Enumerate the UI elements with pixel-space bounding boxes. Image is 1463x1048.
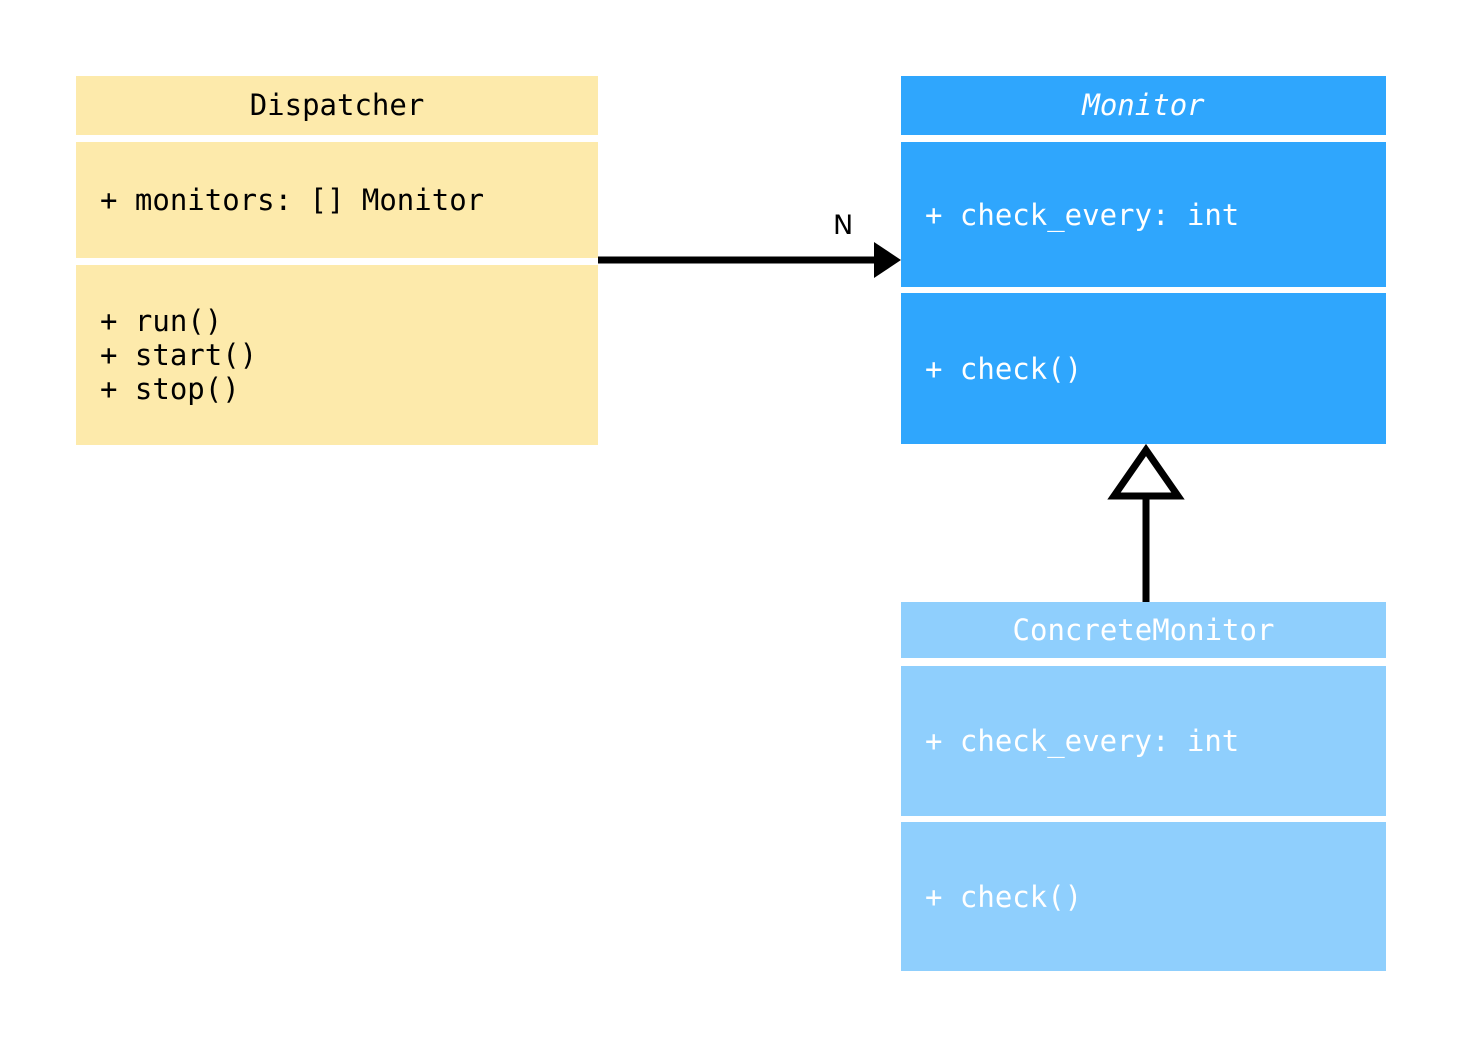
association-multiplicity-label: N [833,210,854,241]
association-arrowhead-filled-triangle [874,242,901,278]
class-attributes-concrete-monitor: + check_every: int [901,666,1386,816]
attribute-item: + check_every: int [925,197,1240,232]
attribute-list: + monitors: [] Monitor [76,183,598,217]
class-box-concrete-monitor[interactable]: ConcreteMonitor + check_every: int + che… [901,602,1386,971]
method-item: + start() [100,338,258,372]
class-header-dispatcher: Dispatcher [76,76,598,135]
attribute-item: + monitors: [] Monitor [100,183,485,217]
class-header-concrete-monitor: ConcreteMonitor [901,602,1386,658]
attribute-list: + check_every: int [901,724,1386,758]
method-item: + stop() [100,372,240,406]
method-list: + check() [901,352,1386,386]
method-item: + check() [925,351,1083,386]
class-header-monitor: Monitor [901,76,1386,135]
class-methods-dispatcher: + run() + start() + stop() [76,265,598,445]
association-dispatcher-to-monitor[interactable] [598,230,908,290]
generalization-arrowhead-hollow-triangle [1107,443,1185,500]
attribute-list: + check_every: int [901,198,1386,232]
class-name-monitor: Monitor [1082,88,1205,123]
class-attributes-monitor: + check_every: int [901,142,1386,287]
class-methods-monitor: + check() [901,293,1386,444]
class-name-concrete-monitor: ConcreteMonitor [1012,612,1275,647]
class-box-dispatcher[interactable]: Dispatcher + monitors: [] Monitor + run(… [76,76,598,445]
class-box-monitor[interactable]: Monitor + check_every: int + check() [901,76,1386,444]
method-list: + run() + start() + stop() [76,304,598,406]
generalization-concrete-monitor-to-monitor[interactable] [1107,443,1185,604]
attribute-item: + check_every: int [925,724,1240,758]
method-list: + check() [901,880,1386,914]
class-name-dispatcher: Dispatcher [249,88,425,123]
class-methods-concrete-monitor: + check() [901,822,1386,971]
class-attributes-dispatcher: + monitors: [] Monitor [76,142,598,258]
method-item: + run() [100,304,223,338]
method-item: + check() [925,879,1083,914]
